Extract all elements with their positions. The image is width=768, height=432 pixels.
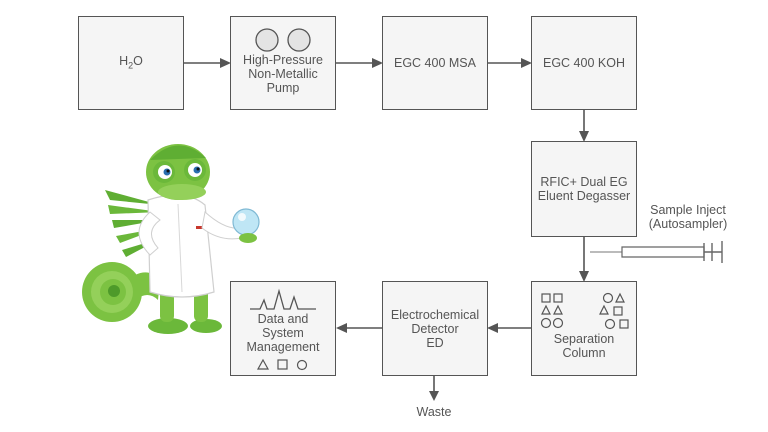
connector-column-to-detector xyxy=(487,323,531,333)
sample-inject-line-1: Sample Inject xyxy=(650,203,726,217)
connector-detector-to-waste xyxy=(429,375,439,401)
egc-msa-box: EGC 400 MSA xyxy=(382,16,488,110)
analyte-shapes-legend-icon xyxy=(256,358,308,371)
egc-koh-label: EGC 400 KOH xyxy=(543,56,625,70)
data-label-line-2: System xyxy=(262,326,304,340)
column-label-line-2: Column xyxy=(562,346,606,360)
egc-msa-label: EGC 400 MSA xyxy=(394,56,476,70)
degasser-label-line-1: RFIC+ Dual EG xyxy=(540,175,628,189)
data-label-line-3: Management xyxy=(246,340,320,354)
pump-box: High-Pressure Non-Metallic Pump xyxy=(230,16,336,110)
water-box: H2O xyxy=(78,16,184,110)
pump-label-line-1: High-Pressure xyxy=(243,53,323,67)
degasser-box: RFIC+ Dual EG Eluent Degasser xyxy=(531,141,637,237)
detector-box: Electrochemical Detector ED xyxy=(382,281,488,376)
degasser-label-line-2: Eluent Degasser xyxy=(537,189,631,203)
connector-degasser-to-column xyxy=(579,236,589,282)
connector-koh-to-degasser xyxy=(579,110,589,142)
connector-detector-to-data xyxy=(336,323,382,333)
pump-circles-icon xyxy=(255,28,311,52)
separation-column-box: Separation Column xyxy=(531,281,637,376)
pump-label-line-2: Non-Metallic xyxy=(248,67,318,81)
pump-label-line-3: Pump xyxy=(266,81,300,95)
analyte-shapes-icon xyxy=(540,292,629,330)
column-label-line-1: Separation xyxy=(553,332,615,346)
detector-label-line-1: Electrochemical xyxy=(390,307,480,322)
sample-inject-label: Sample Inject (Autosampler) xyxy=(638,203,738,231)
chromatogram-peaks-icon xyxy=(250,288,316,310)
chameleon-scientist-icon xyxy=(82,144,260,334)
data-management-box: Data and System Management xyxy=(230,281,336,376)
detector-label-line-3: ED xyxy=(426,335,444,350)
syringe-icon xyxy=(590,241,723,263)
waste-label: Waste xyxy=(416,405,452,419)
data-label-line-1: Data and xyxy=(257,312,309,326)
connector-msa-to-koh xyxy=(487,58,532,68)
egc-koh-box: EGC 400 KOH xyxy=(531,16,637,110)
water-label: H2O xyxy=(119,53,143,71)
detector-label-line-2: Detector xyxy=(411,321,459,336)
connector-pump-to-msa xyxy=(335,58,383,68)
connector-water-to-pump xyxy=(183,58,231,68)
sample-inject-line-2: (Autosampler) xyxy=(648,217,728,231)
